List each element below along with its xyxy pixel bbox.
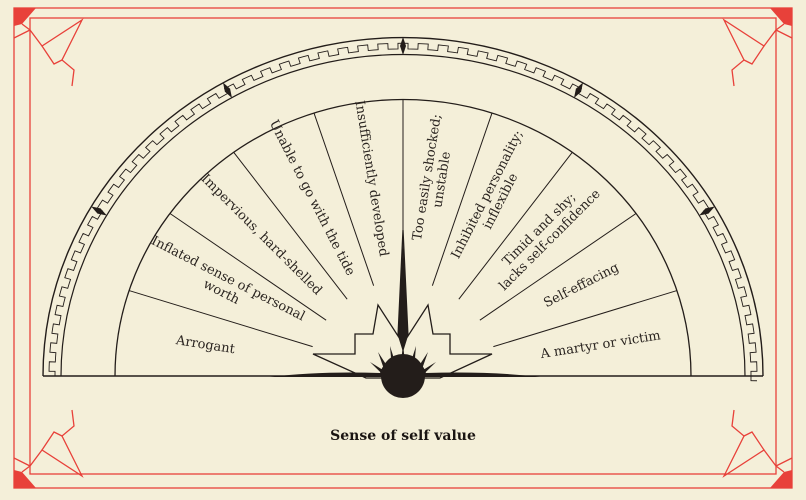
sector-label-line: Inhibited personality; <box>449 128 527 261</box>
sector-label: Arrogant <box>174 333 237 357</box>
corner-ornament <box>722 409 793 488</box>
sector-divider <box>458 152 573 300</box>
corner-ornament <box>13 8 84 87</box>
diagram-caption: Sense of self value <box>330 428 476 444</box>
crenellated-arc-band <box>42 36 764 382</box>
corner-ornament <box>722 8 793 87</box>
diamond-marker-icon <box>400 37 406 56</box>
sector-divider <box>233 152 348 300</box>
sector-divider <box>128 290 313 348</box>
sector-divider <box>313 112 375 286</box>
diamond-marker-icon <box>574 82 583 99</box>
sector-label-line: Arrogant <box>174 333 237 357</box>
corner-ornament <box>13 409 84 488</box>
red-border-frame <box>13 7 793 489</box>
sector-divider <box>479 213 637 321</box>
sector-label: Self-effacing <box>541 260 621 311</box>
diamond-marker-icon <box>91 206 107 216</box>
diamond-marker-icon <box>223 82 232 99</box>
sector-divider <box>169 213 327 321</box>
sector-label-line: Self-effacing <box>541 260 621 311</box>
sector-label: Too easily shocked;unstable <box>410 113 460 244</box>
sector-divider <box>431 112 493 286</box>
sector-label-line: Insufficiently developed <box>351 99 390 257</box>
sector-divider <box>493 290 678 348</box>
sector-label: Insufficiently developed <box>351 99 390 257</box>
sector-label: A martyr or victim <box>538 328 661 362</box>
sector-label-line: A martyr or victim <box>538 328 661 362</box>
diamond-marker-icon <box>699 206 715 216</box>
corner-ornaments <box>13 8 793 488</box>
compass-star-icon <box>270 229 540 398</box>
